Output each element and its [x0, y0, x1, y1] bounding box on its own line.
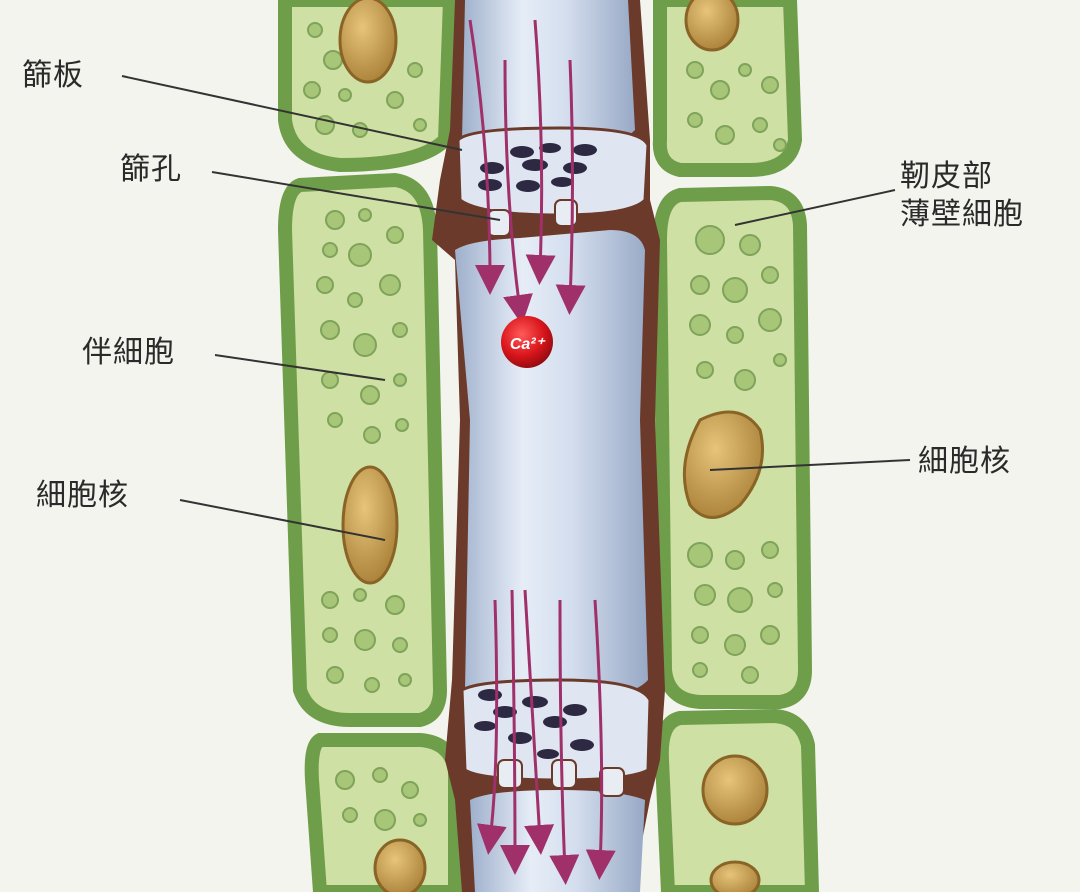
- nucleus-left-bottom: [375, 840, 425, 892]
- sieve-element-middle: [455, 230, 648, 700]
- label-phloem-parenchyma-line1: 靭皮部: [900, 158, 1024, 196]
- nucleus-left-top: [340, 0, 396, 82]
- label-nucleus-left: 細胞核: [36, 478, 129, 514]
- nucleus-right-top: [686, 0, 738, 50]
- calcium-ion-label: Ca²⁺: [510, 336, 546, 353]
- label-sieve-pore: 篩孔: [120, 152, 182, 188]
- sieve-element-lower: [470, 790, 645, 892]
- nucleus-left-middle: [343, 467, 397, 583]
- label-phloem-parenchyma: 靭皮部 薄壁細胞: [900, 158, 1024, 234]
- label-nucleus-right: 細胞核: [918, 444, 1011, 480]
- label-phloem-parenchyma-line2: 薄壁細胞: [900, 196, 1024, 234]
- label-sieve-plate: 篩板: [22, 58, 84, 94]
- nucleus-right-bottom-2: [711, 862, 759, 892]
- sieve-tube: [430, 0, 665, 892]
- left-cell-column: [285, 0, 455, 892]
- label-companion-cell: 伴細胞: [82, 335, 175, 371]
- calcium-ion: Ca²⁺: [501, 316, 553, 368]
- nucleus-right-bottom: [703, 756, 767, 824]
